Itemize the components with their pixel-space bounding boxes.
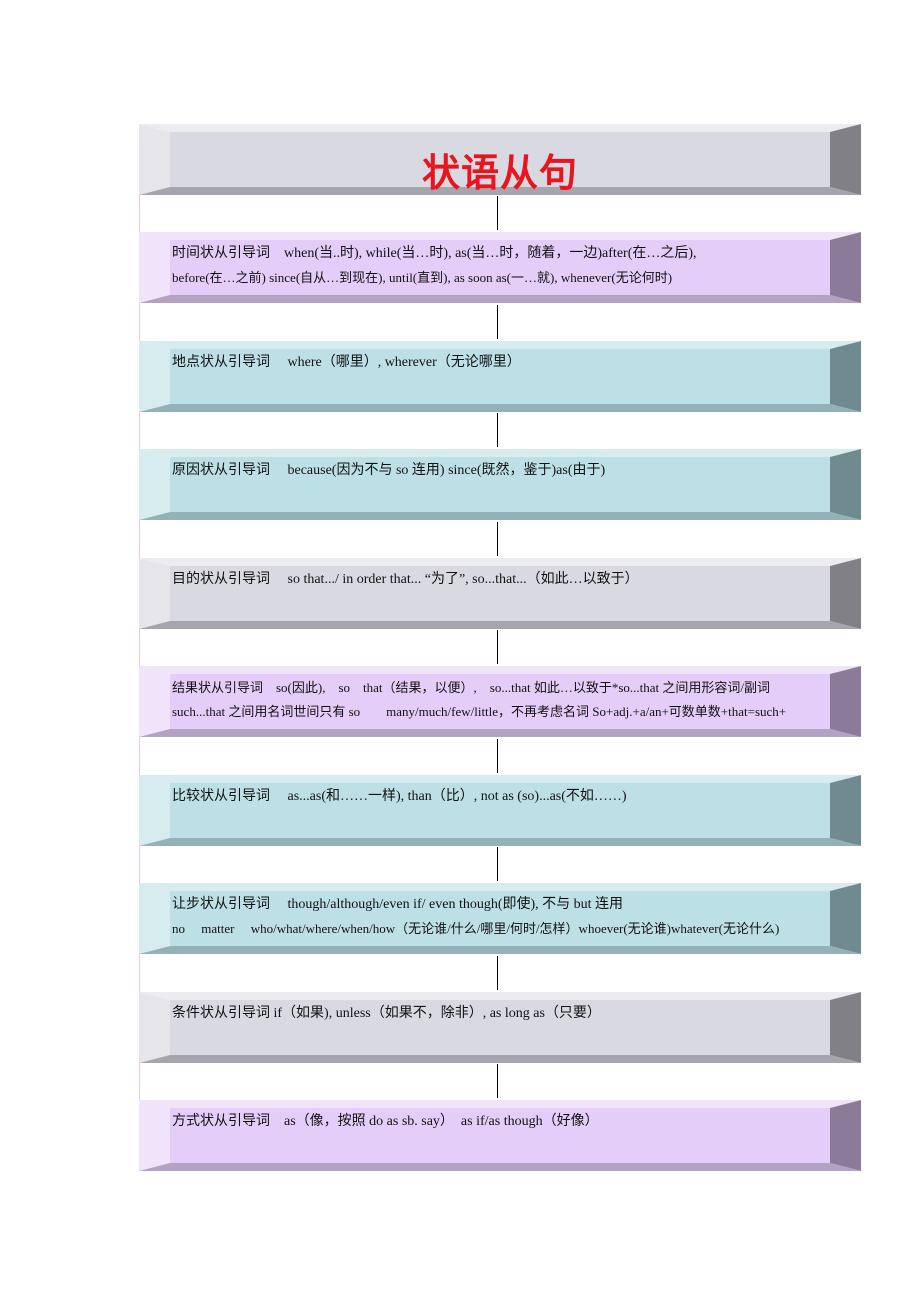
page-edge-line bbox=[139, 124, 140, 1171]
clause-box: 让步状从引导词 though/although/even if/ even th… bbox=[139, 883, 861, 954]
clause-text: 地点状从引导词 where（哪里）, wherever（无论哪里） bbox=[172, 351, 830, 404]
clause-line: 目的状从引导词 so that.../ in order that... “为了… bbox=[172, 572, 639, 587]
connector-line bbox=[497, 739, 498, 773]
connector-line bbox=[497, 305, 498, 339]
clause-text: 让步状从引导词 though/although/even if/ even th… bbox=[172, 893, 830, 946]
clause-box: 比较状从引导词 as...as(和……一样), than（比）, not as … bbox=[139, 775, 861, 846]
clause-text: 时间状从引导词 when(当..时), while(当…时), as(当…时，随… bbox=[172, 242, 830, 295]
clause-box: 方式状从引导词 as（像，按照 do as sb. say） as if/as … bbox=[139, 1100, 861, 1171]
clause-box: 目的状从引导词 so that.../ in order that... “为了… bbox=[139, 558, 861, 629]
clause-box: 时间状从引导词 when(当..时), while(当…时), as(当…时，随… bbox=[139, 232, 861, 303]
clause-box: 条件状从引导词 if（如果), unless（如果不，除非）, as long … bbox=[139, 992, 861, 1063]
connector-line bbox=[497, 522, 498, 556]
clause-line: 结果状从引导词 so(因此), so that（结果，以便）, so...tha… bbox=[172, 680, 770, 695]
clause-line: 比较状从引导词 as...as(和……一样), than（比）, not as … bbox=[172, 789, 627, 804]
connector-line bbox=[497, 847, 498, 881]
clause-text: 结果状从引导词 so(因此), so that（结果，以便）, so...tha… bbox=[172, 676, 830, 729]
clause-line: no matter who/what/where/when/how（无论谁/什么… bbox=[172, 921, 780, 936]
connector-line bbox=[497, 413, 498, 447]
clause-text: 方式状从引导词 as（像，按照 do as sb. say） as if/as … bbox=[172, 1110, 830, 1163]
clause-line: such...that 之间用名词世间只有 so many/much/few/l… bbox=[172, 704, 787, 719]
clause-box: 原因状从引导词 because(因为不与 so 连用) since(既然，鉴于)… bbox=[139, 449, 861, 520]
clause-line: before(在…之前) since(自从…到现在), until(直到), a… bbox=[172, 270, 673, 285]
clause-box: 地点状从引导词 where（哪里）, wherever（无论哪里） bbox=[139, 341, 861, 412]
clause-line: 方式状从引导词 as（像，按照 do as sb. say） as if/as … bbox=[172, 1114, 599, 1129]
connector-line bbox=[497, 630, 498, 664]
clause-text: 原因状从引导词 because(因为不与 so 连用) since(既然，鉴于)… bbox=[172, 459, 830, 512]
clause-text: 条件状从引导词 if（如果), unless（如果不，除非）, as long … bbox=[172, 1002, 830, 1055]
clause-text: 比较状从引导词 as...as(和……一样), than（比）, not as … bbox=[172, 785, 830, 838]
connector-line bbox=[497, 956, 498, 990]
connector-line bbox=[497, 1064, 498, 1098]
clause-line: 时间状从引导词 when(当..时), while(当…时), as(当…时，随… bbox=[172, 246, 697, 261]
clause-line: 让步状从引导词 though/although/even if/ even th… bbox=[172, 897, 624, 912]
page-title: 状语从句 bbox=[421, 151, 578, 195]
clause-line: 地点状从引导词 where（哪里）, wherever（无论哪里） bbox=[172, 355, 521, 370]
clause-box: 结果状从引导词 so(因此), so that（结果，以便）, so...tha… bbox=[139, 666, 861, 737]
clause-line: 条件状从引导词 if（如果), unless（如果不，除非）, as long … bbox=[172, 1006, 601, 1021]
clause-line: 原因状从引导词 because(因为不与 so 连用) since(既然，鉴于)… bbox=[172, 463, 606, 478]
connector-line bbox=[497, 196, 498, 230]
title-box: 状语从句 bbox=[139, 124, 861, 195]
clause-text: 目的状从引导词 so that.../ in order that... “为了… bbox=[172, 568, 830, 621]
